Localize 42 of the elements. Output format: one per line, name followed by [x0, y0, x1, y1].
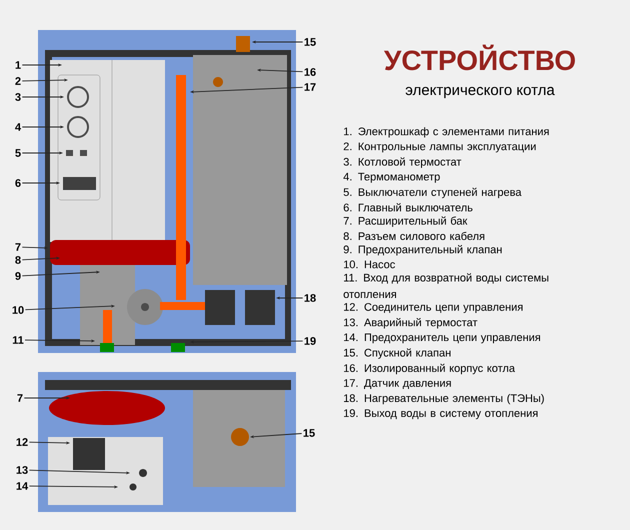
subtitle: электрического котла	[406, 86, 555, 98]
list-item: 3. Котловой термостат	[344, 157, 462, 168]
callout-number: 1	[16, 61, 21, 69]
callout-number: 7	[15, 243, 21, 251]
callout-number: 17	[304, 83, 316, 91]
list-item: 12. Соединитель цепи управления	[344, 303, 522, 313]
list-item: 7. Расширительный бак	[344, 216, 468, 227]
list-item: 16. Изолированный корпус котла	[344, 364, 515, 374]
callout-number: 2	[15, 77, 21, 85]
callout-number: 11	[12, 336, 24, 344]
list-item: 1. Электрошкаф с элементами питания	[344, 127, 549, 138]
callout-number: 19	[304, 337, 316, 345]
list-item: 18. Нагревательные элементы (ТЭНы)	[344, 394, 544, 404]
list-item: 15. Спускной клапан	[344, 348, 450, 359]
list-item: 9. Предохранительный клапан	[344, 245, 502, 256]
list-item: 8. Разъем силового кабеля	[344, 232, 484, 240]
callout-number: 7	[17, 394, 23, 402]
list-item: 4. Термоманометр	[343, 172, 440, 183]
list-item: 10. Насос	[344, 260, 395, 268]
callout-number: 16	[304, 68, 316, 76]
callout-number: 18	[304, 294, 316, 302]
callout-number: 15	[304, 429, 315, 437]
list-item: 17. Датчик давления	[344, 379, 451, 389]
callout-number: 14	[16, 482, 28, 490]
callout-number: 12	[16, 438, 28, 446]
list-item: 5. Выключатели ступеней нагрева	[344, 188, 522, 198]
callout-number: 8	[15, 256, 21, 264]
callout-number: 4	[15, 123, 21, 131]
callout-number: 9	[15, 272, 21, 280]
callout-number: 15	[304, 38, 316, 46]
list-item: 14. Предохранитель цепи управления	[344, 333, 540, 344]
list-item: 11. Вход для возвратной воды системы отопления	[344, 273, 548, 298]
title: УСТРОЙСТВО	[384, 44, 575, 70]
list-item: 13. Аварийный термостат	[344, 318, 478, 328]
callout-number: 6	[15, 179, 21, 187]
callout-number: 3	[15, 93, 21, 101]
list-item: 6. Главный выключатель	[344, 203, 472, 212]
callout-number: 5	[15, 149, 21, 157]
callout-number: 13	[16, 466, 28, 474]
list-item: 2. Контрольные лампы эксплуатации	[344, 142, 536, 152]
list-item: 19. Выход воды в систему отопления	[344, 409, 538, 420]
callout-number: 10	[12, 306, 24, 314]
